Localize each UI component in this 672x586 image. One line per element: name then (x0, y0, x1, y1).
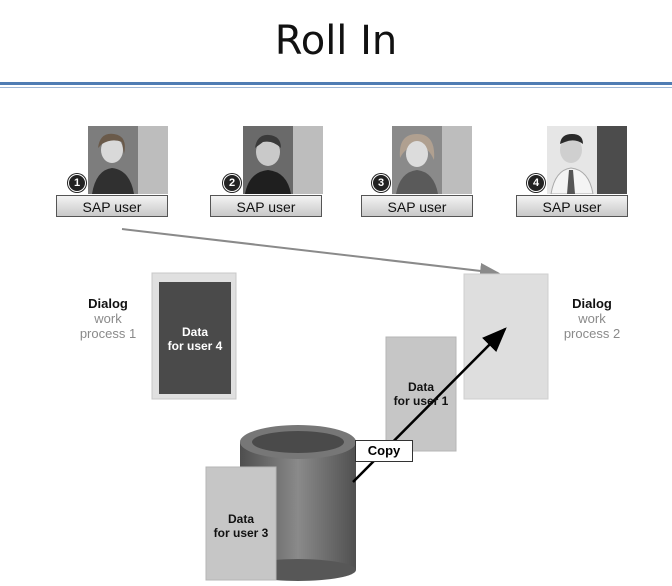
data-user-1-card (385, 336, 457, 452)
user-2-portrait (243, 126, 293, 194)
wp1-line1: Dialog (88, 296, 128, 311)
data-user-4-line2: for user 4 (167, 339, 223, 353)
user-1-number: 1 (68, 174, 86, 192)
wp2-line1: Dialog (572, 296, 612, 311)
user-1-portrait (88, 126, 138, 194)
work-process-1-label: Dialog work process 1 (68, 296, 148, 341)
page-title: Roll In (274, 18, 398, 64)
user-1-button: SAP user (56, 195, 168, 217)
user-3-button: SAP user (361, 195, 473, 217)
user-4-portrait (547, 126, 597, 194)
wp1-line3: process 1 (79, 326, 137, 341)
wp1-line2: work (94, 311, 122, 326)
user-3-portrait (392, 126, 442, 194)
work-process-2-label: Dialog work process 2 (552, 296, 632, 341)
user-3-panel (442, 126, 472, 194)
user-4-button: SAP user (516, 195, 628, 217)
data-user-4-card (159, 282, 231, 394)
title-divider-thin (0, 87, 672, 88)
data-user-3-line1: Data (227, 512, 254, 526)
user-3-number: 3 (372, 174, 390, 192)
data-user-1-label: Data for user 1 (386, 380, 456, 408)
data-user-4-label: Data for user 4 (159, 325, 231, 353)
user-2-button: SAP user (210, 195, 322, 217)
data-user-1-line1: Data (407, 380, 434, 394)
user-2-panel (293, 126, 323, 194)
database-top-inner (252, 431, 344, 453)
user-3-photo: 3 (364, 126, 478, 194)
person-icon (243, 126, 293, 194)
wp2-line2: work (578, 311, 606, 326)
work-process-2-card (463, 273, 549, 400)
data-user-3-label: Data for user 3 (206, 512, 276, 540)
user-2-number: 2 (223, 174, 241, 192)
user-4-photo: 4 (519, 126, 633, 194)
data-user-3-card (205, 466, 277, 581)
person-icon (547, 126, 597, 194)
user-4-number: 4 (527, 174, 545, 192)
copy-label: Copy (355, 440, 413, 462)
title-divider (0, 82, 672, 85)
user-request-arrow (121, 228, 500, 279)
data-user-3-line2: for user 3 (213, 526, 269, 540)
data-user-4-line1: Data (181, 325, 208, 339)
person-icon (88, 126, 138, 194)
user-2-photo: 2 (215, 126, 329, 194)
user-1-panel (138, 126, 168, 194)
person-icon (392, 126, 442, 194)
user-4-panel (597, 126, 627, 194)
user-1-photo: 1 (60, 126, 174, 194)
data-user-1-line2: for user 1 (393, 394, 449, 408)
wp2-line3: process 2 (563, 326, 621, 341)
